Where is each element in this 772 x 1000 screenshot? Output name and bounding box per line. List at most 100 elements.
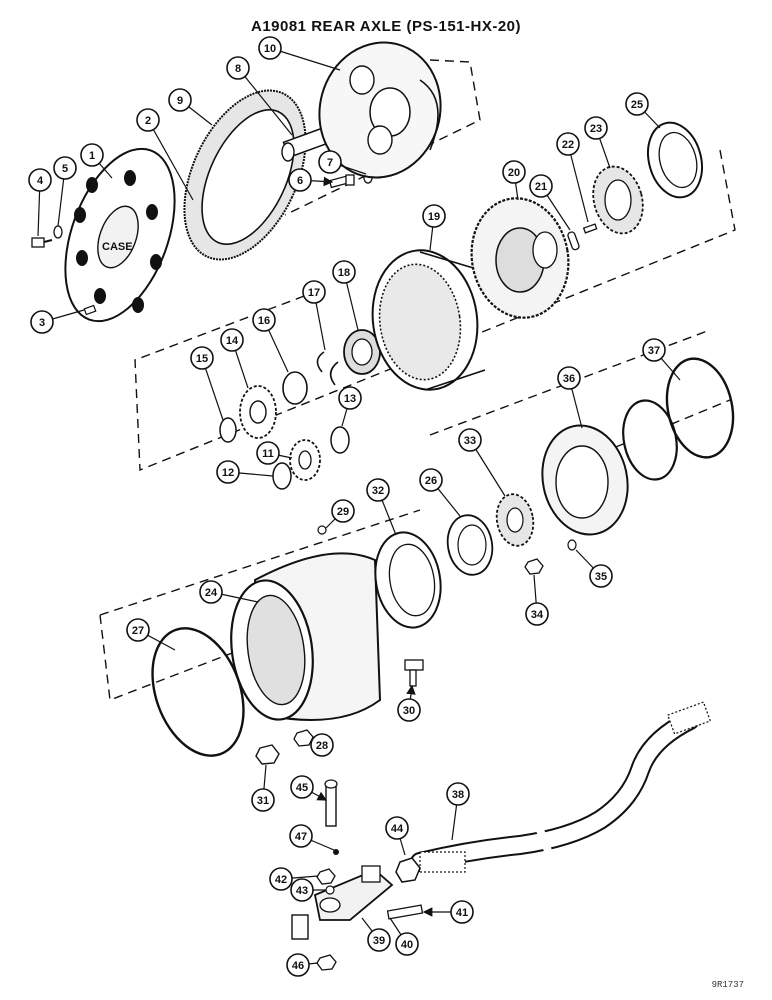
callout-16: 16 xyxy=(252,308,276,332)
callout-number-6: 6 xyxy=(297,175,303,187)
callout-19: 19 xyxy=(422,204,446,228)
callout-23: 23 xyxy=(584,116,608,140)
callout-number-35: 35 xyxy=(595,571,607,583)
part-14-pinion-gear xyxy=(239,385,277,439)
callout-number-1: 1 xyxy=(89,150,95,162)
callout-18: 18 xyxy=(332,260,356,284)
callout-31: 31 xyxy=(251,788,275,812)
callout-29: 29 xyxy=(331,499,355,523)
part-21-key xyxy=(567,231,580,251)
callout-number-32: 32 xyxy=(372,485,384,497)
callout-15: 15 xyxy=(190,346,214,370)
callout-28: 28 xyxy=(310,733,334,757)
callout-number-40: 40 xyxy=(401,939,413,951)
part-25-bearing-cup xyxy=(647,121,703,199)
diagram-title: A19081 REAR AXLE (PS-151-HX-20) xyxy=(250,18,522,35)
callout-22: 22 xyxy=(556,132,580,156)
callout-44: 44 xyxy=(385,816,409,840)
callout-number-46: 46 xyxy=(292,960,304,972)
part-44-nut xyxy=(395,857,421,883)
callout-8: 8 xyxy=(226,56,250,80)
callout-40: 40 xyxy=(395,932,419,956)
callout-number-45: 45 xyxy=(296,782,308,794)
leader-22 xyxy=(567,143,589,223)
part-46-nut xyxy=(316,954,337,971)
callout-number-19: 19 xyxy=(428,211,440,223)
leader-10 xyxy=(269,47,341,71)
part-34-nut xyxy=(524,558,544,575)
callout-number-34: 34 xyxy=(531,609,544,621)
part-10-planet-carrier xyxy=(318,41,442,179)
callout-14: 14 xyxy=(220,328,244,352)
callout-41: 41 xyxy=(450,900,474,924)
part-42-nut xyxy=(316,868,336,885)
part-26-bearing-cup xyxy=(446,514,494,576)
callout-27: 27 xyxy=(126,618,150,642)
callout-10: 10 xyxy=(258,36,282,60)
leader-2 xyxy=(147,119,194,201)
part-45-stud xyxy=(324,779,338,827)
callout-2: 2 xyxy=(136,108,160,132)
hub-marking: CASE xyxy=(102,241,133,253)
callout-25: 25 xyxy=(625,92,649,116)
callout-number-33: 33 xyxy=(464,435,476,447)
part-33-bearing-cone xyxy=(495,493,535,547)
part-37-o-ring xyxy=(665,357,735,459)
callout-number-4: 4 xyxy=(37,175,44,187)
callout-36: 36 xyxy=(557,366,581,390)
part-30-bolt xyxy=(404,659,424,687)
callout-number-28: 28 xyxy=(316,740,328,752)
part-32-seal xyxy=(374,531,442,629)
callout-35: 35 xyxy=(589,564,613,588)
callout-number-25: 25 xyxy=(631,99,643,111)
part-43-washer xyxy=(325,885,335,895)
callout-number-21: 21 xyxy=(535,181,547,193)
callout-45: 45 xyxy=(290,775,314,799)
callout-number-3: 3 xyxy=(39,317,45,329)
callout-13: 13 xyxy=(338,386,362,410)
callout-number-14: 14 xyxy=(226,335,239,347)
callout-4: 4 xyxy=(28,168,52,192)
callout-number-2: 2 xyxy=(145,115,151,127)
callout-number-29: 29 xyxy=(337,506,349,518)
callout-number-10: 10 xyxy=(264,43,276,55)
callout-17: 17 xyxy=(302,280,326,304)
callout-number-20: 20 xyxy=(508,167,520,179)
part-8-shaft xyxy=(281,127,328,162)
callout-24: 24 xyxy=(199,580,223,604)
callout-46: 46 xyxy=(286,953,310,977)
part-24-axle-housing xyxy=(230,552,382,721)
part-11-pinion-gear xyxy=(289,439,321,481)
callout-7: 7 xyxy=(318,150,342,174)
part-12-thrust-washer xyxy=(272,462,292,490)
callout-12: 12 xyxy=(216,460,240,484)
callout-number-17: 17 xyxy=(308,287,320,299)
part-38-axle-shaft xyxy=(410,701,712,873)
callout-number-22: 22 xyxy=(562,139,574,151)
leader-8 xyxy=(237,67,293,136)
callout-number-26: 26 xyxy=(425,475,437,487)
callout-39: 39 xyxy=(367,928,391,952)
part-5-washer xyxy=(53,225,63,239)
part-28-nut xyxy=(293,729,314,747)
bushing xyxy=(291,914,309,940)
part-39-bracket xyxy=(313,865,394,921)
part-19-ring-gear xyxy=(371,249,486,391)
callout-number-13: 13 xyxy=(344,393,356,405)
part-35-washer xyxy=(567,539,577,551)
part-31-nut xyxy=(255,744,280,765)
callout-number-30: 30 xyxy=(403,705,415,717)
part-3-set-screw xyxy=(83,304,97,316)
callout-number-41: 41 xyxy=(456,907,468,919)
callout-32: 32 xyxy=(366,478,390,502)
drawing-code: 9R1737 xyxy=(711,980,744,990)
callout-11: 11 xyxy=(256,441,280,465)
callout-number-43: 43 xyxy=(296,885,308,897)
part-15-thrust-washer xyxy=(219,417,237,443)
part-17-snap-rings xyxy=(316,351,339,386)
callout-number-27: 27 xyxy=(132,625,144,637)
callout-47: 47 xyxy=(289,824,313,848)
callout-number-15: 15 xyxy=(196,353,208,365)
callout-37: 37 xyxy=(642,338,666,362)
